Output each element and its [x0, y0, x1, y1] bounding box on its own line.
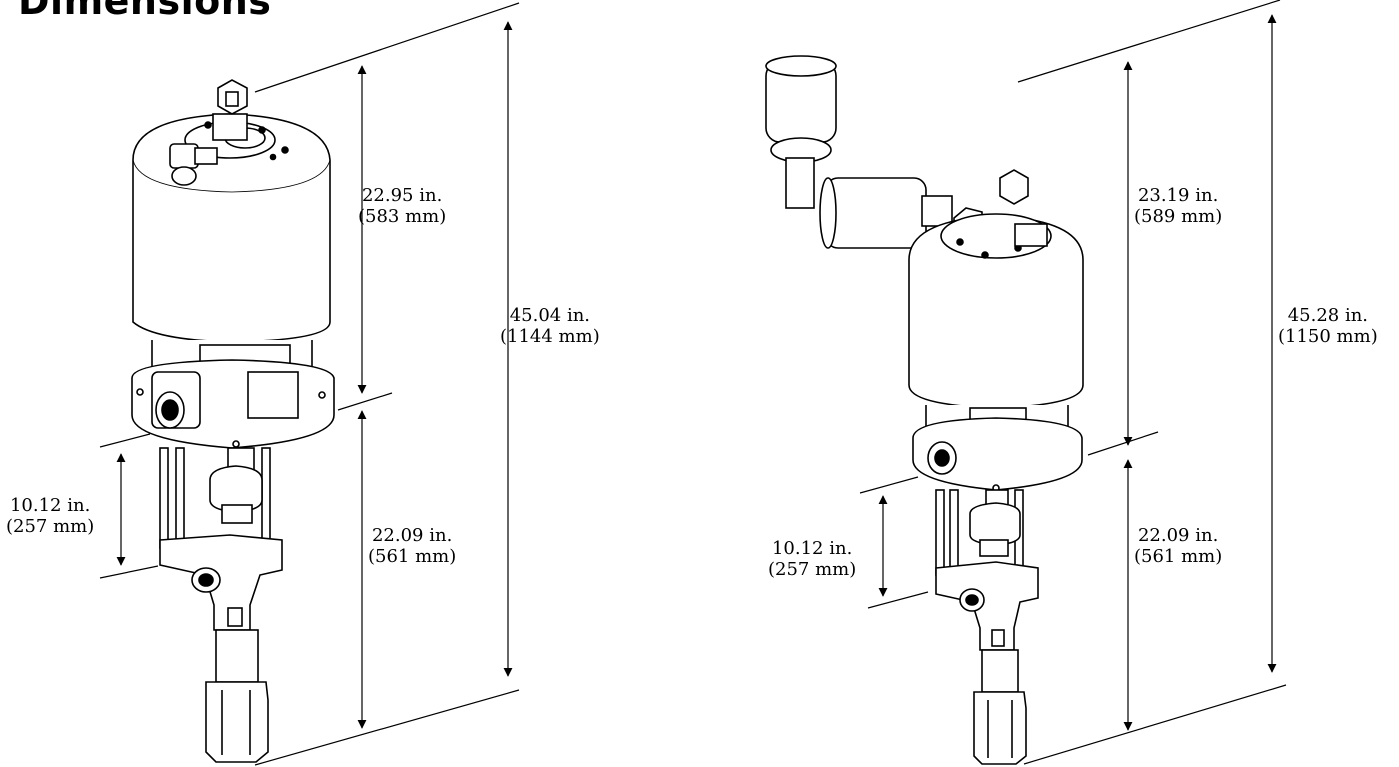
left-inlet-height-in: 10.12 in. — [9, 495, 91, 516]
left-overall-height-in: 45.04 in. — [509, 305, 591, 326]
left-upper-height-mm: (583 mm) — [358, 206, 447, 227]
right-inlet-height-mm: (257 mm) — [768, 559, 857, 580]
left-overall-height-mm: (1144 mm) — [500, 326, 600, 347]
right-upper-height-in: 23.19 in. — [1137, 185, 1219, 206]
left-inlet-height-mm: (257 mm) — [6, 516, 95, 537]
right-upper-height-mm: (589 mm) — [1134, 206, 1223, 227]
right-pump-illustration — [765, 55, 1084, 765]
left-overall-height-label: 45.04 in. (1144 mm) — [500, 305, 600, 347]
right-lower-height-label: 22.09 in. (561 mm) — [1134, 525, 1222, 567]
left-upper-height-label: 22.95 in. (583 mm) — [358, 185, 446, 227]
right-overall-height-in: 45.28 in. — [1287, 305, 1369, 326]
left-pump-illustration — [131, 79, 335, 763]
left-upper-height-in: 22.95 in. — [361, 185, 443, 206]
right-inlet-height-label: 10.12 in. (257 mm) — [768, 538, 856, 580]
right-overall-height-label: 45.28 in. (1150 mm) — [1278, 305, 1378, 347]
right-inlet-height-in: 10.12 in. — [771, 538, 853, 559]
right-lower-height-in: 22.09 in. — [1137, 525, 1219, 546]
left-dimension-lines — [99, 2, 520, 766]
right-overall-height-mm: (1150 mm) — [1278, 326, 1378, 347]
left-lower-height-in: 22.09 in. — [371, 525, 453, 546]
right-dimension-lines — [859, 0, 1287, 765]
left-lower-height-label: 22.09 in. (561 mm) — [368, 525, 456, 567]
left-inlet-height-label: 10.12 in. (257 mm) — [6, 495, 94, 537]
left-lower-height-mm: (561 mm) — [368, 546, 457, 567]
right-upper-height-label: 23.19 in. (589 mm) — [1134, 185, 1222, 227]
right-lower-height-mm: (561 mm) — [1134, 546, 1223, 567]
page-title: Dimensions — [18, 0, 272, 23]
